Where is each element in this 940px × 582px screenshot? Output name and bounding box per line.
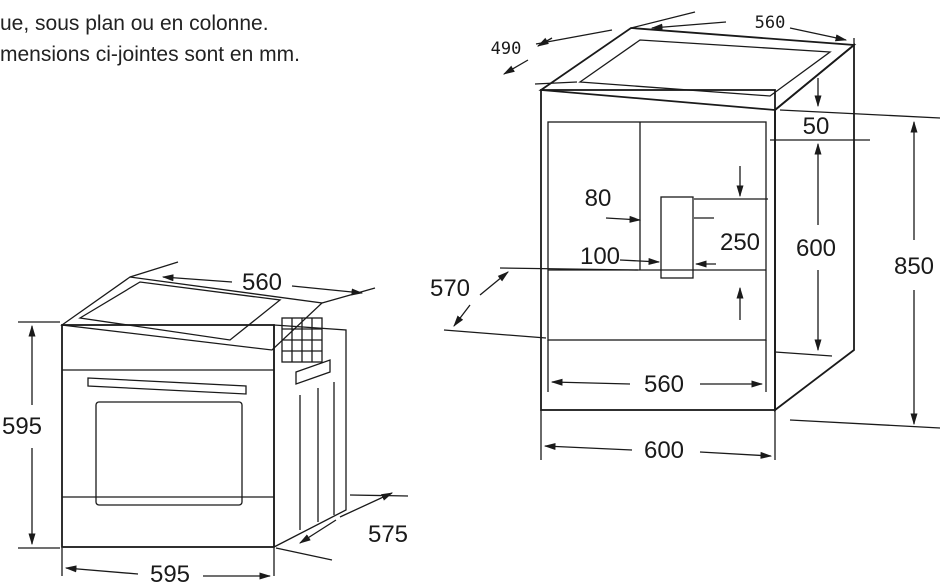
cabinet-niche: [547, 121, 767, 341]
cabinet-vent-offset-label: 80: [585, 185, 612, 212]
cabinet-dim-top-width: 560: [630, 11, 855, 45]
cabinet-top-opening: [578, 39, 832, 97]
oven-width-bottom-label: 595: [150, 561, 190, 582]
oven-top-cover: [78, 281, 282, 341]
cabinet-drawing: [538, 27, 857, 412]
oven-door-handle: [87, 377, 247, 395]
intro-text-line-2: mensions ci-jointes sont en mm.: [0, 43, 300, 66]
oven-vent-grid: [281, 317, 323, 363]
cabinet-dim-gap: 50: [770, 78, 940, 141]
oven-depth-label: 575: [368, 521, 408, 548]
oven-height-label: 595: [2, 413, 42, 440]
cabinet-dim-vent-height: 250: [694, 166, 768, 320]
cabinet-side-face: [774, 43, 855, 412]
cabinet-dim-total-height: 850: [789, 120, 940, 429]
oven-width-top-label: 560: [242, 269, 282, 296]
oven-dim-depth: 575: [275, 492, 408, 561]
cabinet-opening-height-label: 600: [796, 235, 836, 262]
oven-top-face: [60, 276, 324, 351]
oven-drawing: [60, 276, 347, 549]
cabinet-dim-outer-width: 600: [540, 410, 776, 464]
oven-fixing-bracket: [295, 359, 331, 385]
cabinet-top-width-label: 560: [755, 13, 786, 33]
cabinet-inner-width-label: 560: [644, 371, 684, 398]
cabinet-vent-height-label: 250: [720, 229, 760, 256]
oven-side-face: [273, 324, 347, 549]
oven-door-window: [95, 401, 243, 506]
cabinet-top-depth-label: 490: [491, 39, 522, 59]
cabinet-dim-top-depth: 490: [491, 29, 613, 85]
cabinet-dim-opening-height: 600: [774, 142, 836, 357]
intro-text-line-1: ue, sous plan ou en colonne.: [0, 12, 269, 35]
cabinet-gap-label: 50: [803, 113, 830, 140]
cabinet-total-height-label: 850: [894, 253, 934, 280]
cabinet-dim-inner-width: 560: [547, 340, 767, 398]
oven-dim-height: 595: [2, 321, 60, 549]
cabinet-dim-depth: 570: [430, 267, 639, 339]
cabinet-dim-vent-offset: 80: [585, 185, 714, 223]
cabinet-dim-vent-bottom: 100: [580, 243, 661, 270]
cabinet-depth-label: 570: [430, 275, 470, 302]
cabinet-outer-width-label: 600: [644, 437, 684, 464]
cabinet-vent-bottom-label: 100: [580, 243, 620, 270]
oven-side-ribs: [299, 382, 335, 530]
cabinet-vent-opening: [660, 196, 694, 279]
oven-dim-width-top: 560: [129, 261, 376, 304]
oven-dim-width-bottom: 595: [61, 548, 275, 582]
